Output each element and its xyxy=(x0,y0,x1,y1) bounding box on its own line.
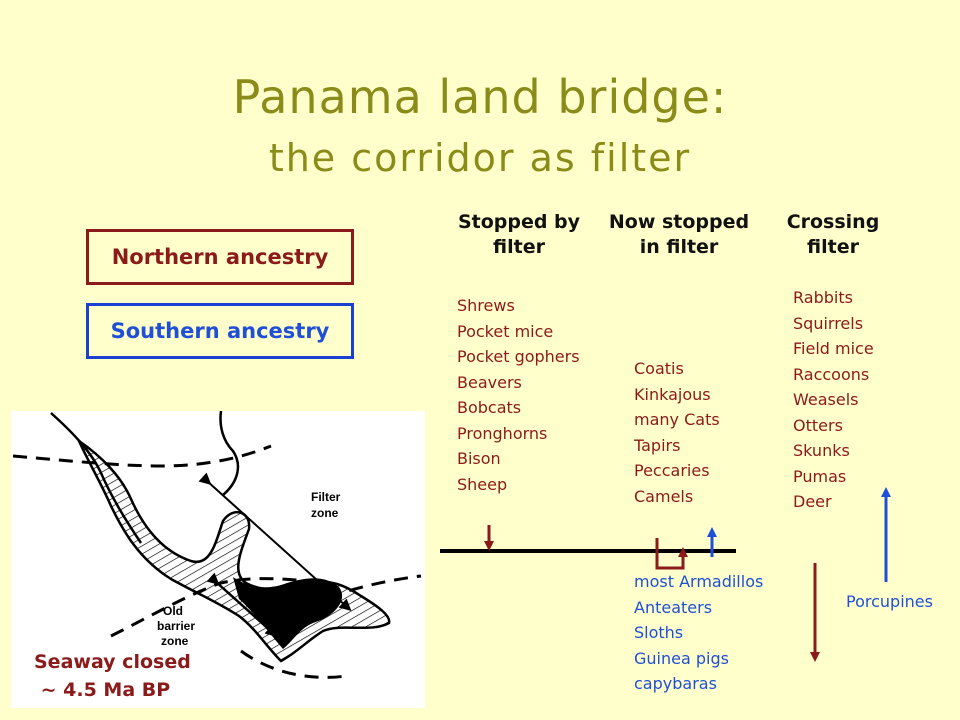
stopped_north-item: Sheep xyxy=(457,474,508,494)
crossing_north-item: Squirrels xyxy=(793,313,864,333)
now_stopped_north-item: Camels xyxy=(634,486,694,506)
now_stopped_north-item: many Cats xyxy=(634,410,720,429)
stopped_north-item: Pronghorns xyxy=(457,423,548,443)
now_stopped_north-item: Kinkajous xyxy=(634,384,711,404)
crossing_north-item: Raccoons xyxy=(793,364,870,384)
column-heading-now-stopped: Now stopped in filter xyxy=(600,210,758,260)
stopped_north-item: Pocket mice xyxy=(457,321,554,341)
crossing_north-item: Deer xyxy=(793,492,832,511)
map-filter-boundary-north xyxy=(12,444,272,468)
now_stopped_north-item: Coatis xyxy=(634,359,684,378)
crossing_north-item: Field mice xyxy=(793,339,874,358)
stopped_north-item: Shrews xyxy=(457,296,515,315)
south_below-item: Anteaters xyxy=(634,597,713,617)
crossing_north-item: Weasels xyxy=(793,390,859,409)
south_below-item: Guinea pigs xyxy=(634,648,729,668)
south_below-item: capybaras xyxy=(634,674,717,693)
southern-crossing-porcupines: Porcupines xyxy=(846,592,933,611)
crossing_north-item: Pumas xyxy=(793,466,847,486)
legend-northern-ancestry: Northern ancestry xyxy=(86,229,354,285)
now_stopped_north-item: Tapirs xyxy=(634,435,681,455)
south_below-item: Sloths xyxy=(634,623,684,642)
south_below-item: most Armadillos xyxy=(634,572,764,591)
stopped_north-item: Bison xyxy=(457,449,501,468)
crossing_north-item: Rabbits xyxy=(793,288,853,307)
now_stopped_north-item: Peccaries xyxy=(634,461,710,480)
arrow-now-stopped-turn xyxy=(655,538,688,570)
slide-title: Panama land bridge: xyxy=(232,70,728,124)
column-heading-crossing: Crossing filter xyxy=(760,210,906,260)
crossing_north-item: Otters xyxy=(793,415,843,435)
slide-subtitle: the corridor as filter xyxy=(268,136,692,180)
stopped_north-item: Bobcats xyxy=(457,398,522,417)
legend-southern-ancestry: Southern ancestry xyxy=(86,303,354,359)
column-heading-stopped: Stopped by filter xyxy=(440,210,598,260)
map-filter-zone-arrow xyxy=(198,472,352,612)
column-heading-now-stopped-line2: in filter xyxy=(639,236,719,258)
map-lower-boundary xyxy=(240,649,347,679)
stopped_north-item: Pocket gophers xyxy=(457,347,580,366)
column-heading-stopped-line1: Stopped by xyxy=(457,211,581,233)
column-heading-now-stopped-line1: Now stopped xyxy=(608,211,750,233)
crossing_north-item: Skunks xyxy=(793,441,850,460)
stopped_north-item: Beavers xyxy=(457,372,522,392)
column-heading-crossing-line2: filter xyxy=(807,236,859,258)
column-heading-stopped-line2: filter xyxy=(493,236,545,258)
map-barrier-zone-arrow xyxy=(206,572,278,638)
seaway-closed-caption: Seaway closed ~ 4.5 Ma BP xyxy=(34,651,191,701)
column-heading-crossing-line1: Crossing xyxy=(786,211,880,233)
